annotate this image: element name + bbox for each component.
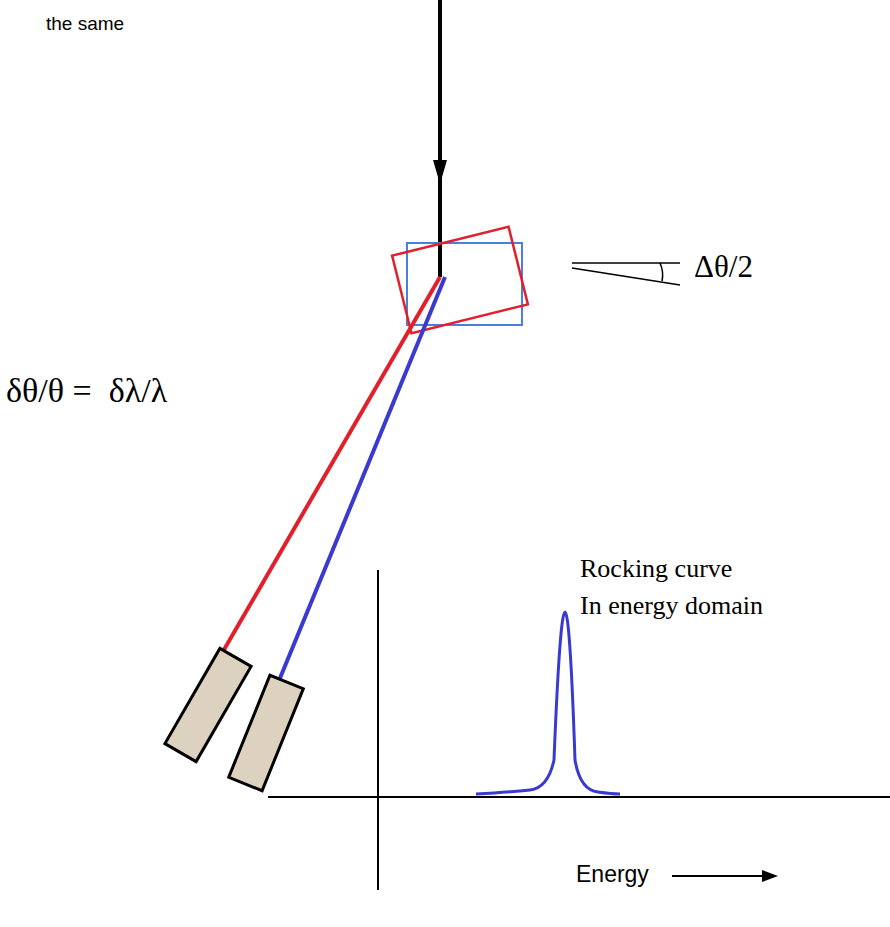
curve-label: In energy domain [580,592,763,621]
x-axis [268,796,890,798]
detector [165,648,251,761]
crystal-rotated [392,227,528,334]
equation: δθ/θ = δλ/λ [6,372,167,409]
angle-line [572,262,680,264]
axis-label: Energy [576,862,649,887]
energy-arrow [672,875,766,877]
crystal-original [407,243,522,325]
diffracted-beam-red [218,277,440,660]
incident-beam [438,0,442,277]
angle-arc [660,263,663,281]
beam-arrowhead [433,160,447,184]
note-text: the same [46,14,124,35]
diffracted-beam-blue [278,277,445,683]
rocking-curve [476,612,620,794]
energy-arrowhead [762,870,778,882]
detector [229,675,304,790]
curve-label: Rocking curve [580,555,732,584]
angle-label: Δθ/2 [694,250,753,284]
y-axis [377,570,379,890]
angle-line [572,268,680,285]
